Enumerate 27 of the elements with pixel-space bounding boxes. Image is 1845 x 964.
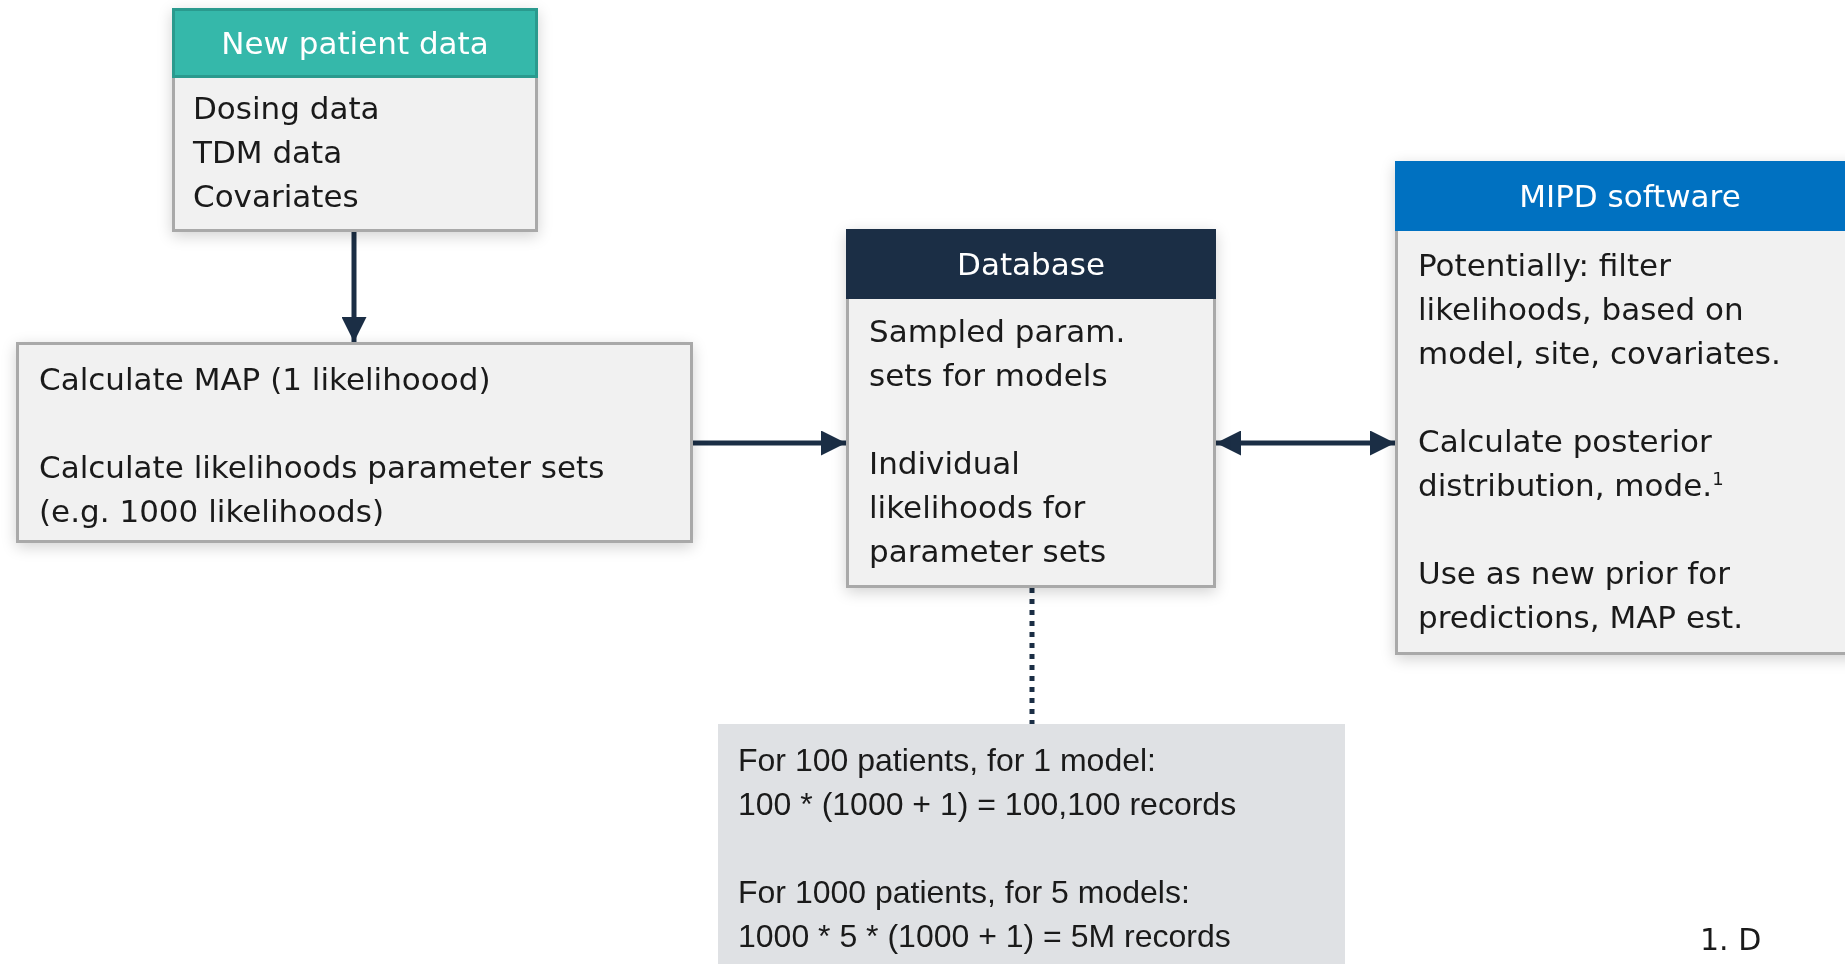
box-heading: New patient data	[172, 8, 538, 78]
box-text: Potentially: filter likelihoods, based on model, site, covariates.	[1418, 246, 1782, 373]
box-text: Dosing data	[193, 89, 381, 128]
arrow	[341, 232, 367, 342]
process-box	[1395, 161, 1845, 655]
box-text: 100 * (1000 + 1) = 100,100 records	[738, 785, 1238, 824]
box-text: Covariates	[193, 177, 360, 216]
box-text: Use as new prior for predictions, MAP est.	[1418, 554, 1745, 637]
process-box	[846, 229, 1216, 588]
connector-line	[1029, 588, 1035, 724]
box-text: Individual likelihoods for parameter sets	[869, 444, 1108, 571]
box-text: For 1000 patients, for 5 models:	[738, 873, 1191, 912]
process-box	[16, 342, 693, 543]
note-box	[718, 724, 1345, 964]
box-text: Calculate posterior distribution, mode.$^{1}$	[1418, 422, 1725, 505]
box-text: For 100 patients, for 1 model:	[738, 741, 1157, 780]
box-text: Calculate likelihoods parameter sets (e.g. 1000 likelihoods)	[39, 448, 606, 531]
box-text: 1000 * 5 * (1000 + 1) = 5M records	[738, 917, 1232, 956]
footnote: 1. D	[1700, 922, 1762, 957]
box-heading: Database	[846, 229, 1216, 299]
box-heading: MIPD software	[1395, 161, 1845, 231]
box-text: TDM data	[193, 133, 344, 172]
box-text: Sampled param. sets for models	[869, 312, 1127, 395]
arrow	[693, 430, 846, 456]
process-box	[172, 8, 538, 232]
box-text: Calculate MAP (1 likelihoood)	[39, 360, 492, 399]
arrow	[1216, 430, 1395, 456]
